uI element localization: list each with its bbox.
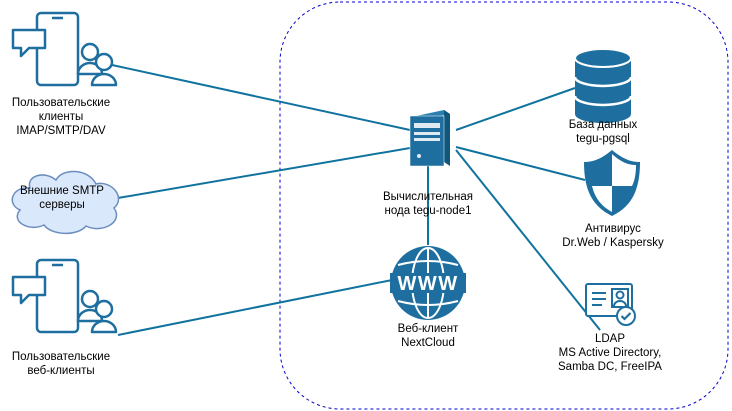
svg-text:WWW: WWW: [397, 273, 458, 295]
mobile-user-chat-icon: [11, 11, 118, 87]
imap-clients-label: Пользовательские клиенты IMAP/SMTP/DAV: [11, 97, 111, 137]
server-tower-icon: [409, 110, 450, 167]
www-globe-icon: WWW: [390, 246, 466, 320]
edge-web-clients-to-nextcloud: [117, 279, 393, 336]
cluster-boundary: [279, 1, 729, 410]
shield-icon: [584, 150, 640, 216]
web-clients-label: Пользовательские веб-клиенты: [11, 351, 111, 377]
nextcloud-label: Веб-клиент NextCloud: [397, 323, 459, 349]
edge-imap-clients-to-node: [111, 64, 411, 131]
smtp-servers-label: Внешние SMTP серверы: [20, 185, 104, 211]
edge-node-to-database: [455, 87, 576, 131]
ldap-label: LDAP MS Active Directory, Samba DC, Free…: [558, 333, 662, 373]
database-label: База данных tegu-pgsql: [568, 119, 638, 145]
connectors: [111, 64, 601, 336]
edge-node-to-antivirus: [455, 146, 586, 181]
id-card-check-icon: [585, 283, 636, 326]
edge-smtp-to-node: [117, 147, 411, 199]
antivirus-label: Антивирус Dr.Web / Kaspersky: [562, 223, 664, 249]
edge-node-to-ldap: [455, 149, 601, 331]
cloud-icon: [11, 170, 120, 235]
compute-node-label: Вычислительная нода tegu-node1: [382, 191, 474, 217]
mobile-user-chat-icon: [11, 258, 118, 334]
database-icon: [573, 48, 633, 123]
